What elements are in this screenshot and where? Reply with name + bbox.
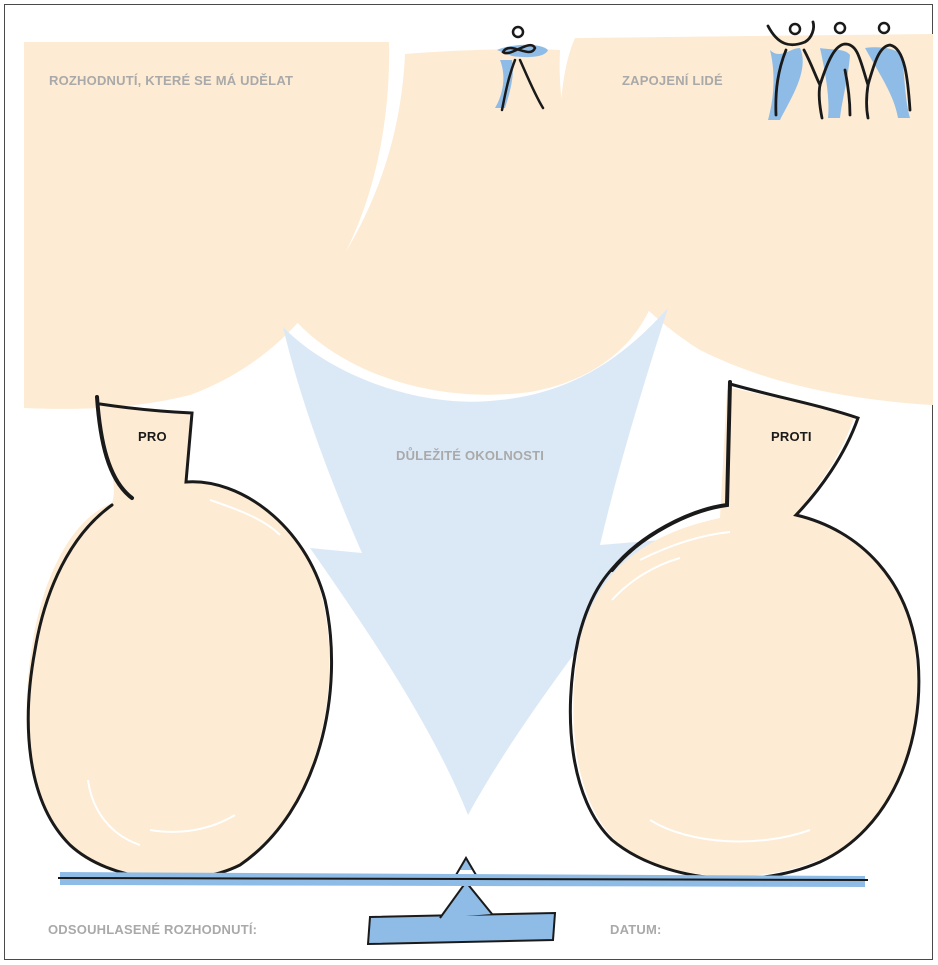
scale-fulcrum	[368, 856, 555, 944]
date-label: DATUM:	[610, 922, 662, 937]
con-label: PROTI	[771, 429, 812, 444]
decision-label: ROZHODNUTÍ, KTERÉ SE MÁ UDĚLAT	[49, 73, 293, 88]
people-label: ZAPOJENÍ LIDÉ	[622, 73, 723, 88]
pro-label: PRO	[138, 429, 167, 444]
agreed-decision-label: ODSOUHLASENÉ ROZHODNUTÍ:	[48, 922, 257, 937]
pro-pot	[27, 397, 332, 880]
circumstances-label: DŮLEŽITÉ OKOLNOSTI	[396, 448, 544, 463]
decision-area	[24, 42, 389, 409]
